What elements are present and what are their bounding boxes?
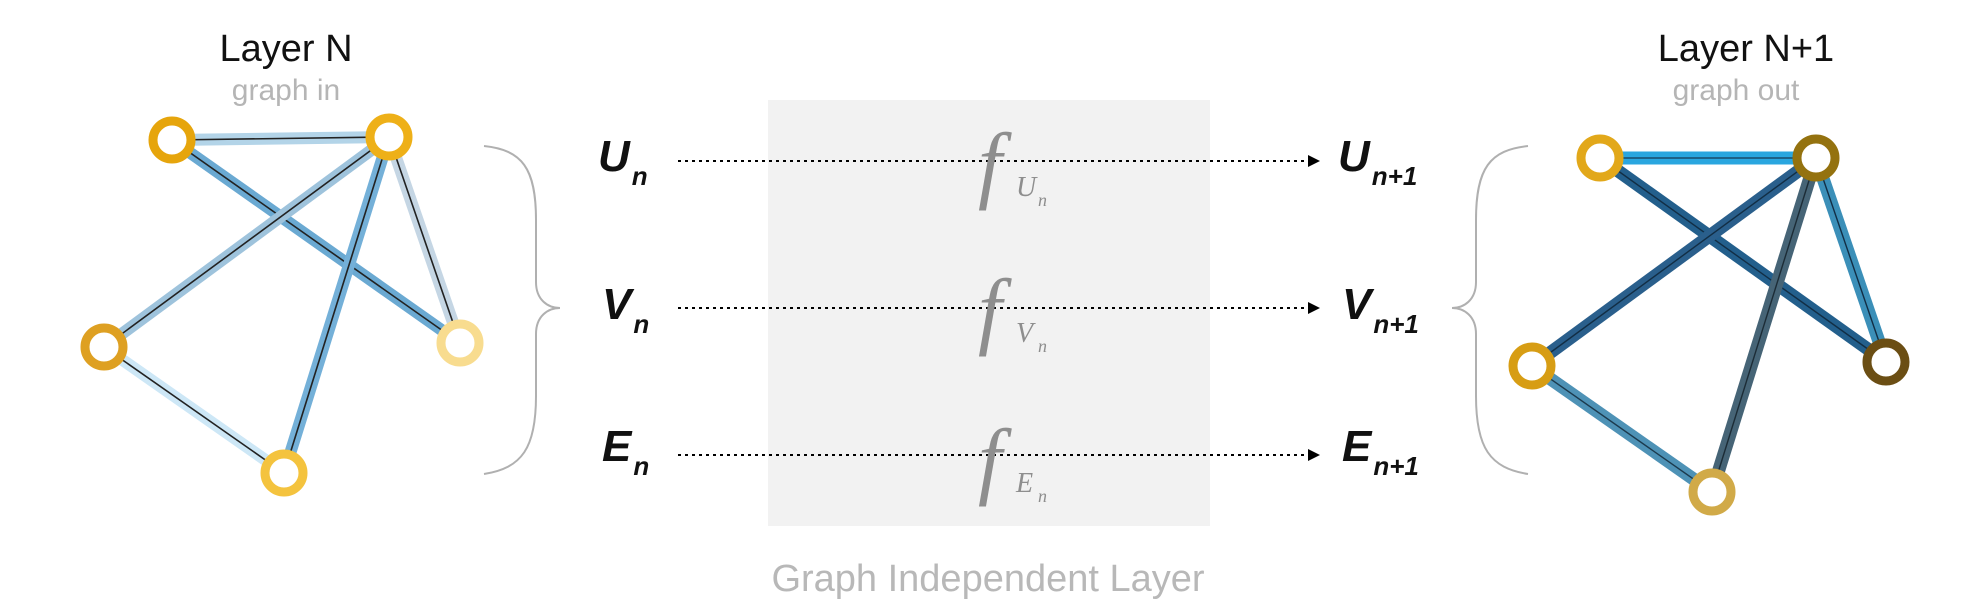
input-edge bbox=[171, 131, 390, 146]
output-node bbox=[1576, 134, 1624, 182]
input-edge bbox=[168, 135, 464, 348]
output-node bbox=[1688, 468, 1736, 516]
output-edge bbox=[1705, 156, 1823, 494]
input-v: Vn bbox=[602, 280, 649, 340]
left-layer-subtitle: graph in bbox=[231, 74, 341, 107]
output-edge bbox=[1528, 152, 1820, 372]
input-e-base: E bbox=[602, 422, 632, 471]
function-u-subsub: n bbox=[1038, 190, 1047, 210]
output-e-base: E bbox=[1342, 422, 1372, 471]
function-e-sub: E bbox=[1015, 468, 1033, 499]
output-v: Vn+1 bbox=[1342, 280, 1419, 340]
output-v-sub: n+1 bbox=[1373, 309, 1419, 339]
input-u-sub: n bbox=[631, 161, 648, 191]
input-edge bbox=[100, 132, 393, 352]
diagram-caption: Graph Independent Layer bbox=[771, 558, 1205, 600]
input-u-base: U bbox=[598, 132, 630, 181]
input-u: Un bbox=[598, 132, 648, 192]
input-e: En bbox=[602, 422, 649, 482]
output-node bbox=[1508, 342, 1556, 390]
right-brace bbox=[1451, 145, 1529, 475]
input-edge bbox=[383, 135, 466, 345]
left-layer-title: Layer N bbox=[219, 28, 353, 70]
function-e-subsub: n bbox=[1038, 486, 1047, 506]
function-v-subsub: n bbox=[1038, 336, 1047, 356]
input-v-base: V bbox=[602, 280, 632, 329]
input-node bbox=[436, 319, 484, 367]
output-edge bbox=[1596, 152, 1890, 368]
input-node bbox=[148, 116, 196, 164]
output-u-base: U bbox=[1338, 132, 1370, 181]
function-u-sub: U bbox=[1016, 172, 1038, 203]
output-graph bbox=[1508, 134, 1910, 516]
input-edge bbox=[278, 135, 395, 475]
input-v-sub: n bbox=[633, 309, 650, 339]
input-node bbox=[260, 449, 308, 497]
output-node bbox=[1862, 338, 1910, 386]
left-brace bbox=[483, 145, 561, 475]
output-e-sub: n+1 bbox=[1373, 451, 1419, 481]
output-e: En+1 bbox=[1342, 422, 1419, 482]
input-node bbox=[365, 113, 413, 161]
function-v-sub: V bbox=[1016, 318, 1036, 349]
input-e-sub: n bbox=[633, 451, 650, 481]
right-layer-title: Layer N+1 bbox=[1657, 28, 1835, 70]
output-u-sub: n+1 bbox=[1371, 161, 1418, 191]
right-layer-subtitle: graph out bbox=[1672, 74, 1800, 107]
output-edge bbox=[1528, 360, 1716, 498]
output-edge bbox=[1809, 155, 1893, 365]
output-node bbox=[1792, 134, 1840, 182]
input-node bbox=[80, 323, 128, 371]
input-graph bbox=[80, 113, 484, 497]
output-u: Un+1 bbox=[1338, 132, 1417, 192]
output-v-base: V bbox=[1342, 280, 1372, 329]
input-edge bbox=[100, 342, 288, 478]
